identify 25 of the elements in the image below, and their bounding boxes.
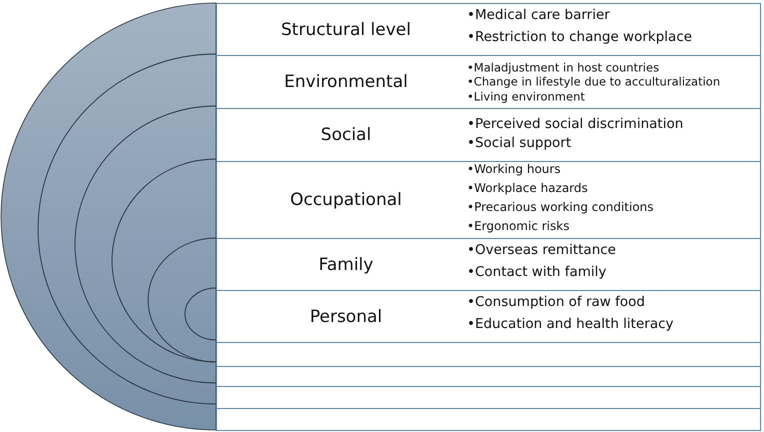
bullet-item: •Workplace hazards bbox=[467, 181, 589, 196]
bullet-item: •Restriction to change workplace bbox=[467, 30, 692, 46]
bullet-item: •Contact with family bbox=[467, 264, 608, 282]
bullet-item: •Perceived social discrimination bbox=[467, 116, 684, 133]
bullet-item: •Change in lifestyle due to acculturalization bbox=[467, 74, 720, 90]
table-row bbox=[216, 238, 761, 291]
bullet-item: •Overseas remittance bbox=[467, 242, 616, 258]
table-row bbox=[216, 386, 761, 409]
bullet-item: •Medical care barrier bbox=[467, 6, 611, 24]
table-row bbox=[216, 161, 761, 239]
table-row bbox=[216, 408, 761, 431]
bullet-item: •Working hours bbox=[467, 162, 562, 177]
table-row bbox=[216, 55, 761, 109]
bullet-item: •Maladjustment in host countries bbox=[467, 60, 660, 75]
bullet-item: •Living environment bbox=[467, 89, 586, 104]
bullet-item: •Consumption of raw food bbox=[467, 294, 646, 310]
bullet-item: •Ergonomic risks bbox=[467, 219, 570, 234]
bullet-item: •Education and health literacy bbox=[467, 316, 674, 334]
table-row bbox=[216, 108, 761, 162]
table-row bbox=[216, 3, 761, 56]
bullet-item: •Precarious working conditions bbox=[467, 200, 654, 215]
table-row bbox=[216, 366, 761, 387]
table-row bbox=[216, 290, 761, 343]
table-row bbox=[216, 342, 761, 367]
bullet-item: •Social support bbox=[467, 135, 572, 152]
